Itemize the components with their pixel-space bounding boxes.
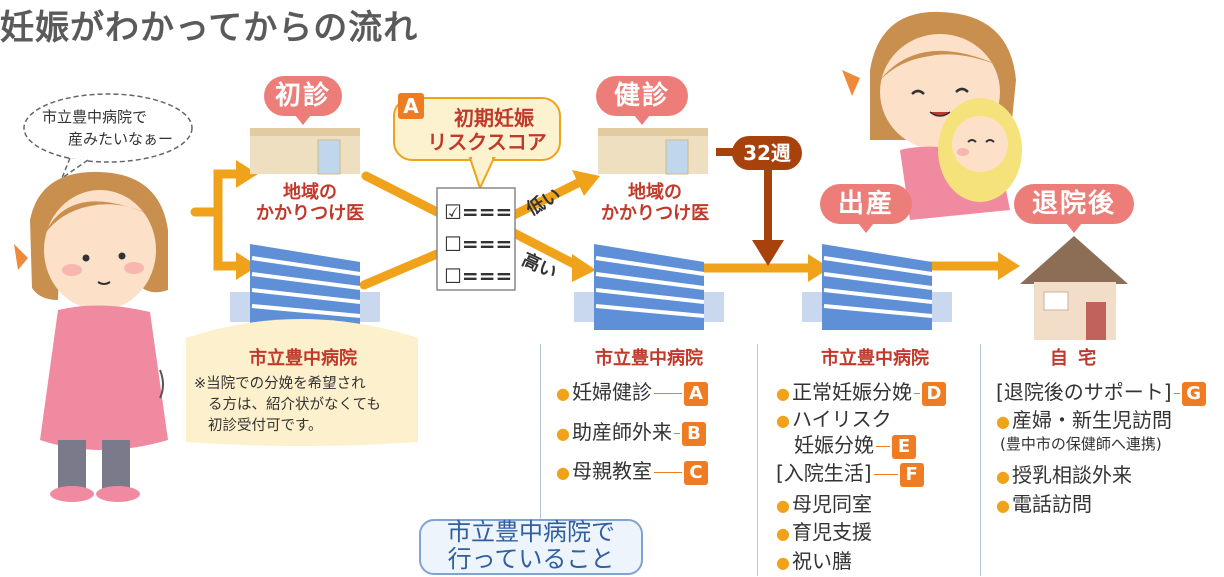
- hospital-building-1: [230, 244, 380, 330]
- service-mother-class-label: 母親教室: [571, 459, 652, 483]
- stage-after-discharge: 退院後: [1014, 184, 1134, 233]
- checklist-row-3: ☐===: [444, 264, 513, 288]
- stage-first-visit: 初診: [264, 76, 342, 125]
- risk-score-line-1: 初期妊娠: [454, 106, 534, 130]
- stay-item-childcare-support: ●育児支援: [776, 520, 872, 544]
- hospital-label-2: 市立豊中病院: [595, 348, 703, 369]
- service-hospital-stay: [入院生活] F: [776, 460, 924, 487]
- risk-score-label: 初期妊娠 リスクスコア: [412, 106, 562, 154]
- service-lactation-clinic: ●授乳相談外来: [996, 463, 1132, 487]
- badge-g: G: [1181, 381, 1206, 406]
- hospital-label-1: 市立豊中病院: [249, 348, 357, 369]
- clinic-label-1: 地域の かかりつけ医: [250, 182, 370, 224]
- service-post-discharge-label: [退院後のサポート]: [996, 380, 1172, 404]
- badge-f: F: [899, 462, 924, 487]
- badge-d: D: [921, 381, 946, 406]
- clinic-label-2-line-2: かかりつけ医: [600, 203, 710, 224]
- services-box: 市立豊中病院で 行っていること: [420, 519, 642, 573]
- speech-line-2: 産みたいなぁー: [68, 130, 174, 148]
- home-label: 自 宅: [1049, 348, 1099, 369]
- stage-checkup: 健診: [596, 76, 688, 125]
- services-box-background: [419, 519, 643, 575]
- service-normal-delivery-label: 正常妊娠分娩: [791, 380, 912, 404]
- stage-delivery: 出産: [820, 184, 912, 233]
- service-post-discharge-support: [退院後のサポート] G: [996, 379, 1206, 406]
- badge-a: A: [683, 381, 708, 406]
- note-line-1: ※当院での分娩を希望され: [194, 376, 366, 392]
- note-line-2: る方は、紹介状がなくても: [208, 397, 381, 413]
- clinic-label-2-line-1: 地域の: [628, 182, 682, 203]
- stay-item-celebration-meal: ●祝い膳: [776, 549, 852, 573]
- checklist-rows: ☑=== ☐=== ☐===: [444, 196, 512, 292]
- checklist-row-1: ☑===: [444, 200, 513, 224]
- risk-score-badge: A: [398, 93, 424, 119]
- home-icon: [1020, 236, 1128, 340]
- speech-text: 市立豊中病院で 産みたいなぁー: [42, 106, 173, 150]
- badge-e: E: [892, 434, 916, 459]
- services-box-line-2: 行っていること: [447, 545, 615, 573]
- checklist-row-2: ☐===: [444, 232, 513, 256]
- badge-c: C: [683, 460, 708, 485]
- hospital-label-3: 市立豊中病院: [821, 348, 929, 369]
- note-line-3: 初診受付可です。: [208, 418, 323, 434]
- service-high-risk-line-2: 妊娠分娩: [794, 433, 874, 457]
- clinic-label-2: 地域の かかりつけ医: [590, 182, 720, 224]
- badge-b: B: [681, 421, 706, 446]
- service-home-visit: ●産婦・新生児訪問 (豊中市の保健師へ連携): [996, 408, 1172, 453]
- week-32-badge: 32週: [732, 136, 802, 170]
- risk-score-callout: [393, 97, 561, 191]
- service-home-visit-line-2: (豊中市の保健師へ連携): [1000, 435, 1162, 453]
- services-box-line-1: 市立豊中病院で: [447, 518, 615, 546]
- service-home-visit-line-1: 産婦・新生児訪問: [1011, 408, 1172, 432]
- divider-3: [980, 344, 981, 576]
- clinic-building-2: [598, 128, 708, 175]
- speech-line-1: 市立豊中病院で: [42, 108, 148, 126]
- first-visit-note: ※当院での分娩を希望され る方は、紹介状がなくても 初診受付可です。: [194, 374, 381, 437]
- arrow-heads: [236, 160, 1020, 282]
- speech-bubble: [23, 93, 193, 181]
- divider-1: [540, 344, 541, 519]
- service-phone-visit: ●電話訪問: [996, 492, 1092, 516]
- stay-item-rooming-in: ●母児同室: [776, 492, 872, 516]
- mother-baby-illustration: [842, 11, 1022, 220]
- clinic-building-1: [250, 128, 360, 175]
- divider-2: [757, 344, 758, 576]
- page-title: 妊娠がわかってからの流れ: [0, 8, 419, 48]
- service-midwife-clinic-label: 助産師外来: [571, 420, 672, 444]
- hospital-building-2: [574, 244, 724, 330]
- service-prenatal-checkup-label: 妊婦健診: [571, 380, 652, 404]
- note-background: [186, 319, 418, 446]
- clinic-label-1-line-2: かかりつけ医: [255, 203, 365, 224]
- service-high-risk-line-1: ハイリスク: [791, 407, 892, 431]
- checklist-card: [436, 187, 516, 291]
- hospital-building-3: [802, 244, 952, 330]
- pregnant-woman-illustration: [14, 171, 168, 502]
- risk-score-line-2: リスクスコア: [427, 130, 547, 154]
- clinic-label-1-line-1: 地域の: [283, 182, 337, 203]
- service-hospital-stay-label: [入院生活]: [776, 461, 872, 485]
